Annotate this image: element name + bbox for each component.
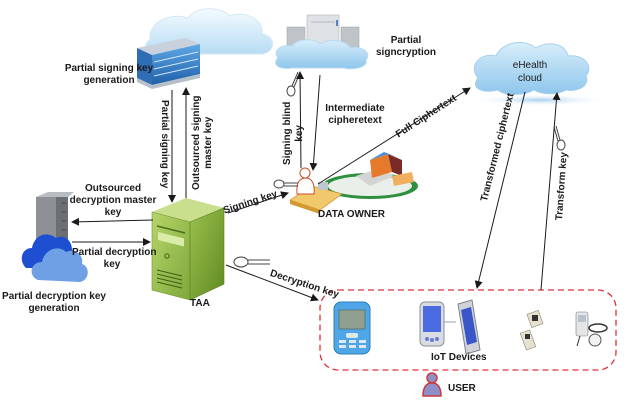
label-line: Outsourced — [84, 183, 142, 194]
label-line: decryption master — [69, 195, 157, 206]
partial-decryption-key-label: Partial decryption key — [72, 247, 157, 271]
partial-decryption-cloud-icon — [21, 234, 88, 282]
user-devices-group-border — [319, 289, 617, 371]
signing-key-icon — [273, 179, 298, 189]
label-line: cipheretext — [328, 115, 382, 126]
label-line: key — [104, 207, 122, 218]
iot-devices-label: IoT Devices — [431, 352, 487, 363]
signing-blind-key-label: Signing blind key — [282, 102, 306, 165]
arrow-full-ciphertext — [317, 87, 471, 185]
health-monitor-device-icon — [575, 311, 608, 347]
label-line: Partial decryption key — [2, 291, 106, 302]
label-line: Partial decryption — [72, 247, 157, 258]
transform-key-icon — [553, 125, 566, 151]
label-line: key — [294, 125, 305, 142]
arrow-signing-blind-key — [296, 71, 305, 169]
intermediate-ciphertext-label: Intermediate cipheretext — [322, 103, 388, 127]
taa-label: TAA — [190, 298, 210, 309]
label-line: Intermediate — [325, 103, 385, 114]
partial-decryption-key-generation-label: Partial decryption key generation — [2, 291, 106, 315]
partial-signing-key-label: Partial signing key — [159, 100, 170, 189]
arrow-intermediate-ciphertext — [309, 74, 321, 171]
arrow-decryption-key — [225, 264, 319, 302]
arrow-transform-key — [540, 92, 561, 291]
arrow-outsourced-decryption-master-key — [71, 217, 154, 226]
user-label: USER — [448, 383, 476, 394]
label-line: key — [103, 259, 121, 270]
label-line: Partial signing key — [64, 63, 154, 74]
data-owner-label: DATA OWNER — [318, 209, 386, 220]
arrow-transformed-ciphertext — [474, 91, 526, 289]
mobile-phone-icon — [333, 301, 371, 355]
label-line: generation — [28, 303, 80, 314]
signing-blind-key-icon — [286, 71, 301, 97]
partial-signcryption-cloud-icon — [275, 14, 369, 70]
partial-signing-key-generation-label: Partial signing key generation — [58, 63, 160, 87]
label-line: Signing blind — [282, 101, 293, 165]
partial-signing-server-icon — [137, 38, 200, 89]
decryption-key-icon — [233, 256, 270, 268]
ehealth-cloud-label: eHealth cloud — [495, 59, 565, 85]
ehealth-cloud-icon — [470, 41, 610, 106]
tablet-device-icon — [457, 299, 481, 355]
sensor-device-icon — [519, 309, 544, 351]
label-line: generation — [83, 75, 135, 86]
label-line: master key — [203, 116, 214, 169]
label-line: Partial — [390, 35, 422, 46]
label-line: Outsourced signing — [191, 95, 202, 190]
partial-signcryption-label: Partial signcryption — [376, 35, 436, 59]
outsourced-signing-master-key-label: Outsourced signing master key — [191, 96, 215, 190]
label-line: signcryption — [376, 47, 437, 58]
label-line: cloud — [518, 73, 542, 84]
pda-device-icon — [419, 301, 456, 347]
data-owner-icon — [289, 152, 418, 214]
label-line: eHealth — [512, 60, 548, 71]
taa-server-icon — [151, 198, 225, 301]
outsourced-decryption-master-key-label: Outsourced decryption master key — [68, 183, 158, 219]
arrow-signing-key — [227, 191, 289, 214]
user-icon — [422, 372, 442, 397]
